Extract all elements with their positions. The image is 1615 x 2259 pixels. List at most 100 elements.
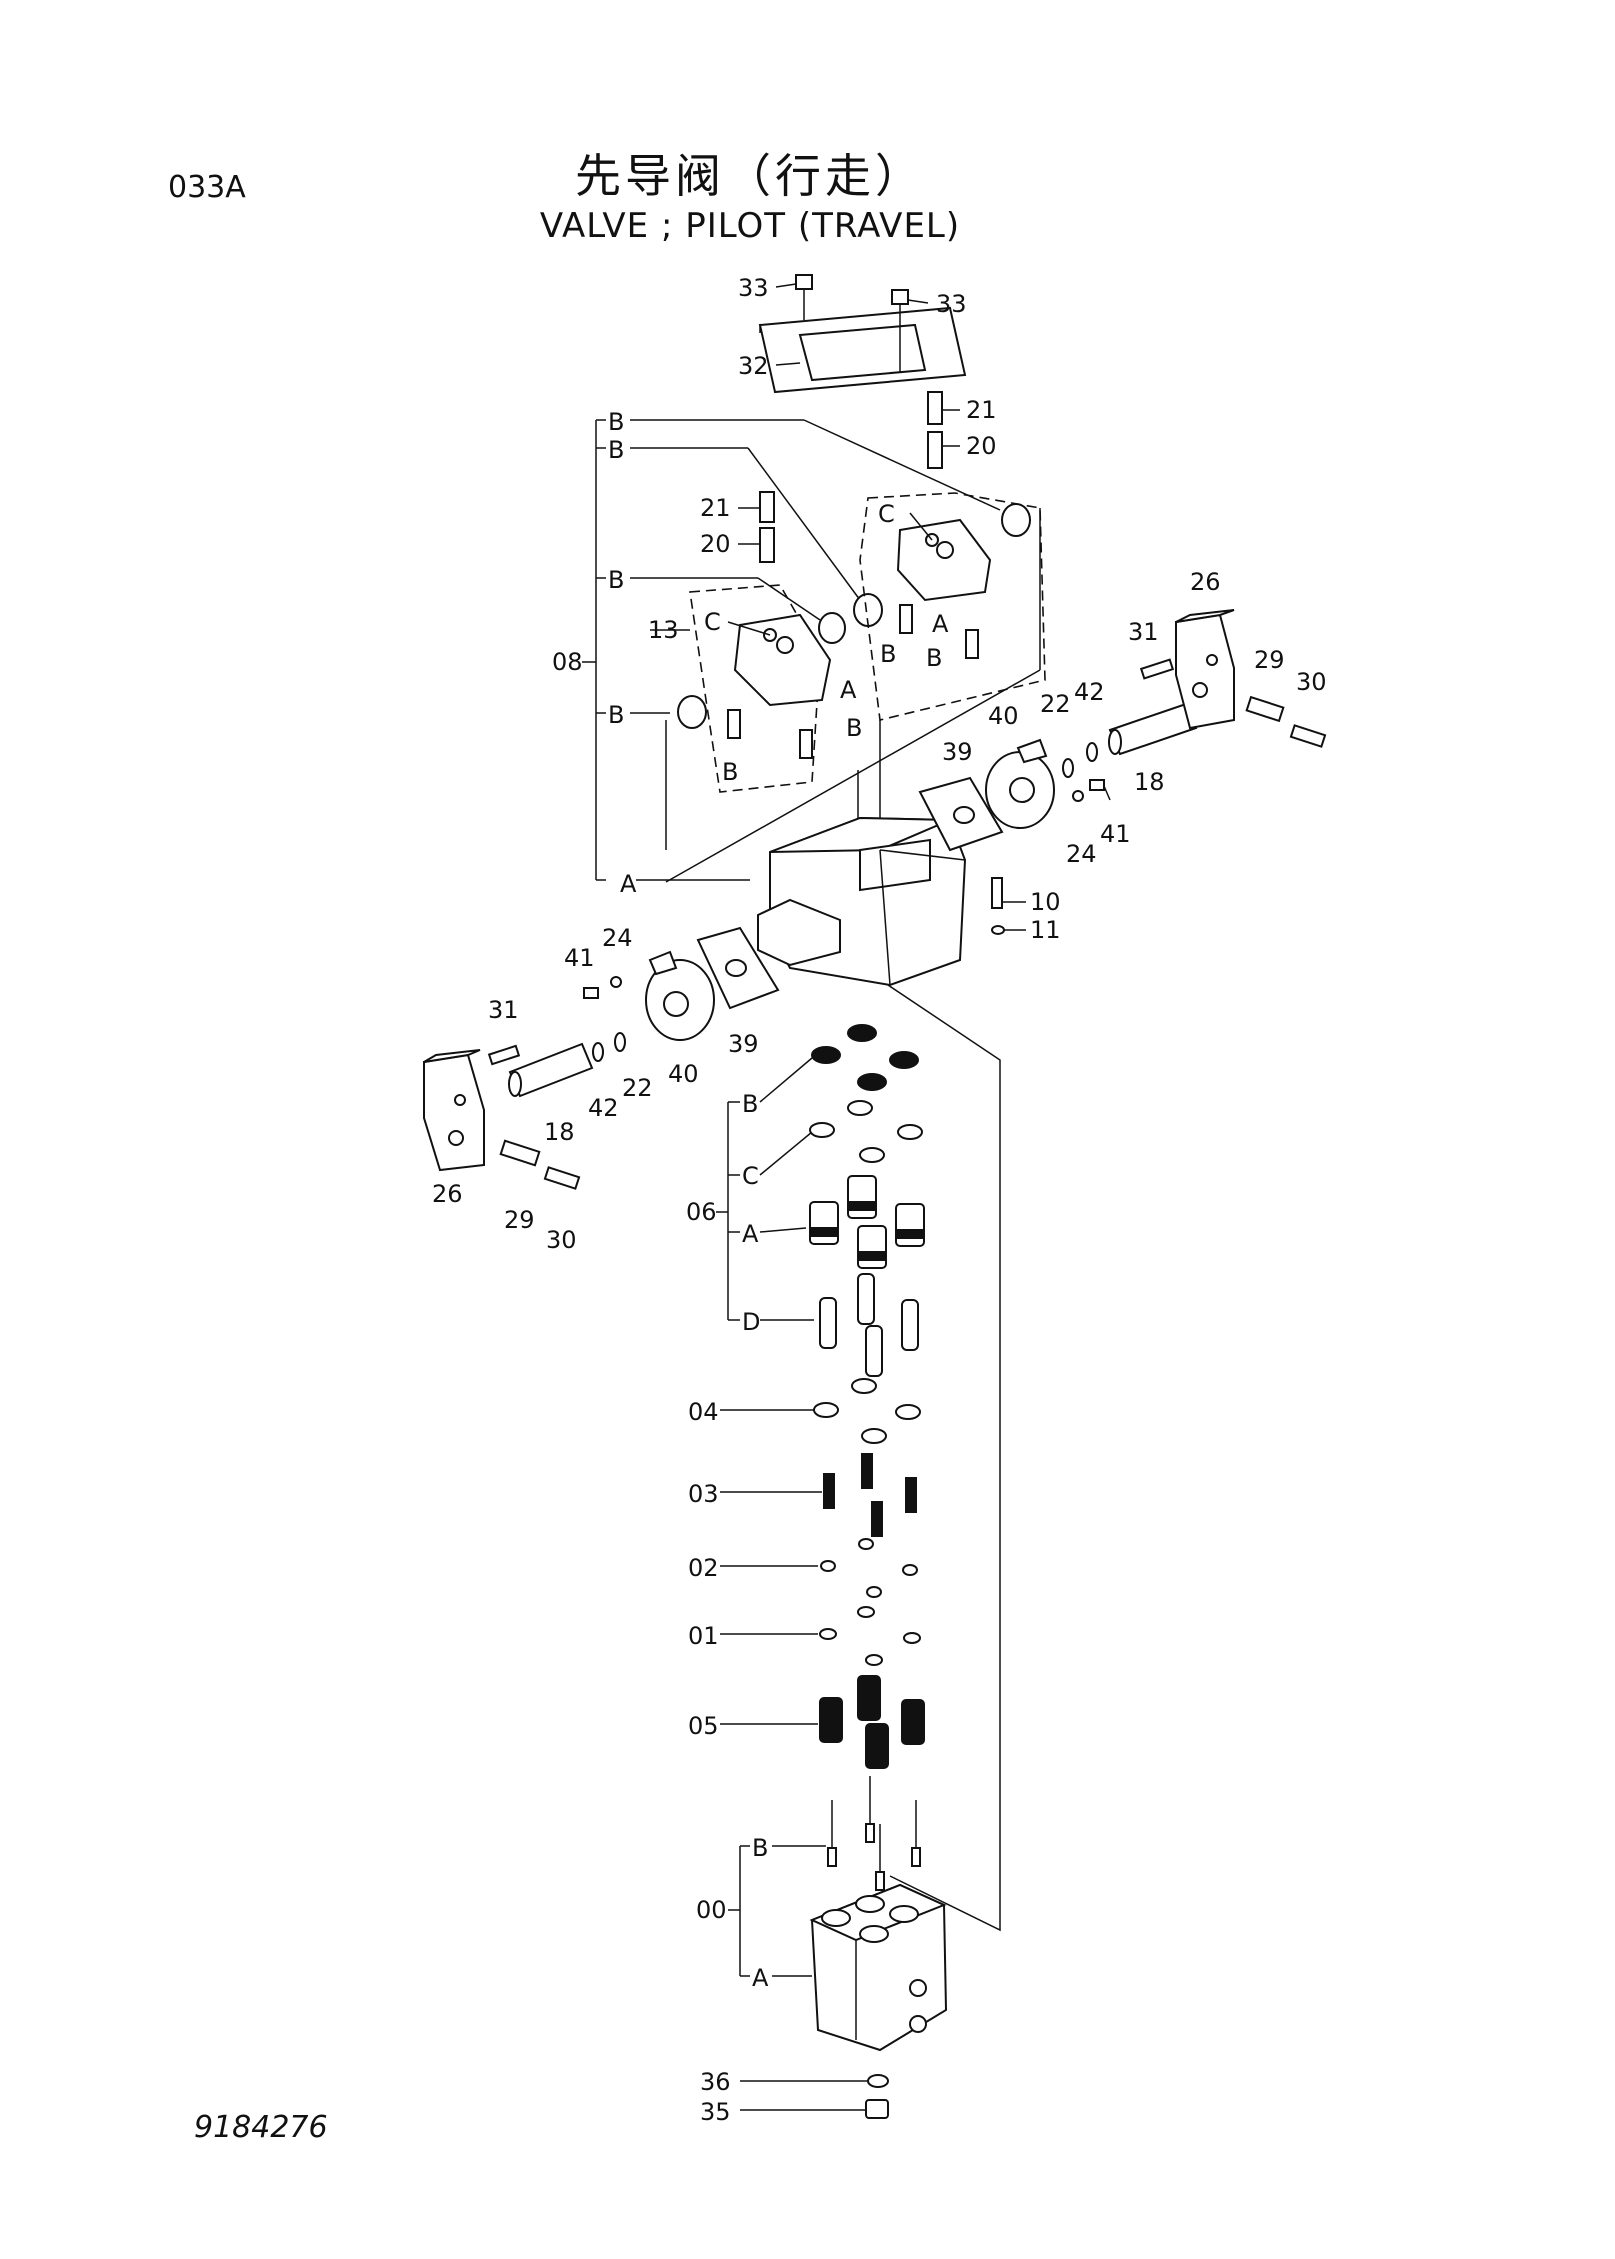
oring-42-left [592,1042,604,1062]
plate-39-right [918,776,1004,852]
washer-11 [991,925,1005,935]
plug-06A-4 [857,1225,887,1269]
washer-01-4 [865,1654,883,1666]
callout-39-left: 39 [728,1030,759,1058]
callout-42-left: 42 [588,1094,619,1122]
callout-40-right: 40 [988,702,1019,730]
pin-31-right [1139,658,1175,680]
callout-B-left-2: B [722,758,738,786]
oring-06C-2 [847,1100,873,1116]
callout-22-right: 22 [1040,690,1071,718]
seal-06B-1 [811,1046,841,1064]
washer-04-1 [813,1402,839,1418]
shaft-18-left [508,1042,594,1098]
callout-32: 32 [738,352,769,380]
callout-31-left: 31 [488,996,519,1024]
washer-01-2 [857,1606,875,1618]
shim-02-4 [866,1586,882,1598]
callout-08-B1: B [608,408,624,436]
plug-06A-2 [847,1175,877,1219]
callout-B-right-2: B [926,644,942,672]
callout-21-left: 21 [700,494,731,522]
callout-18-right: 18 [1134,768,1165,796]
pin-30-left [543,1166,581,1190]
bushing-B-4 [677,695,707,729]
callout-18-left: 18 [544,1118,575,1146]
callout-A-left: A [840,676,857,704]
callout-30-right: 30 [1296,668,1327,696]
pin-21-right [927,391,943,425]
title-chinese: 先导阀（行走） [575,149,925,203]
oring-36 [867,2074,889,2088]
pin-29-left [499,1139,541,1167]
washer-01-3 [903,1632,921,1644]
callout-04: 04 [688,1398,719,1426]
callout-00-B: B [752,1834,768,1862]
spool-00B-4-head [875,1871,885,1891]
cover-26-left [423,1049,485,1172]
callout-13: 13 [648,616,679,644]
oring-06C-4 [859,1147,885,1163]
callout-24-right: 24 [1066,840,1097,868]
callout-26-left: 26 [432,1180,463,1208]
plug-35 [865,2099,889,2119]
valve-housing-00A [809,1883,948,2052]
callout-06-C: C [742,1162,759,1190]
spring-03-3 [905,1477,917,1513]
pin-31-left [487,1044,521,1066]
bushing-B-3 [818,612,846,644]
callout-30-left: 30 [546,1226,577,1254]
cam-assembly-left [727,613,832,759]
callout-33-left: 33 [738,274,769,302]
callout-05: 05 [688,1712,719,1740]
callout-20-left: 20 [700,530,731,558]
callout-41-right: 41 [1100,820,1131,848]
callout-B-left-1: B [846,714,862,742]
seal-06B-4 [857,1073,887,1091]
callout-03: 03 [688,1480,719,1508]
shim-02-3 [902,1564,918,1576]
callout-35: 35 [700,2098,731,2126]
bracket-08 [582,419,606,881]
callout-06: 06 [686,1198,717,1226]
bolt-33-left [795,274,813,320]
callout-02: 02 [688,1554,719,1582]
spring-05-1 [819,1697,843,1743]
washer-04-3 [895,1404,921,1420]
callout-10: 10 [1030,888,1061,916]
shaft-18-right [1108,702,1198,756]
pin-21-left [759,491,775,523]
spring-03-4 [871,1501,883,1537]
pusher-06D-1 [819,1297,837,1349]
spool-00B-3-head [911,1847,921,1867]
plug-06A-3 [895,1203,925,1247]
bracket-00 [728,1845,750,1977]
callout-20-right: 20 [966,432,997,460]
pin-20-left [759,527,775,563]
washer-24-right [1072,790,1084,802]
spool-00B-2-head [865,1823,875,1843]
callout-40-left: 40 [668,1060,699,1088]
callout-22-left: 22 [622,1074,653,1102]
callout-06-B: B [742,1090,758,1118]
shim-02-1 [820,1560,836,1572]
spring-03-1 [823,1473,835,1509]
callout-08-B2: B [608,436,624,464]
pin-20-right [927,431,943,469]
pin-30-right [1289,724,1327,748]
callout-08: 08 [552,648,583,676]
cover-plate-32 [758,306,967,394]
callout-00: 00 [696,1896,727,1924]
pin-29-right [1245,695,1285,723]
callout-00-A: A [752,1964,769,1992]
washer-01-1 [819,1628,837,1640]
callout-08-B4: B [608,701,624,729]
callout-36: 36 [700,2068,731,2096]
oring-06C-1 [809,1122,835,1138]
seal-06B-2 [847,1024,877,1042]
bolt-10 [991,877,1003,909]
spring-03-2 [861,1453,873,1489]
spring-05-3 [901,1699,925,1745]
pusher-06D-2 [857,1273,875,1325]
cam-assembly-right [896,518,992,659]
